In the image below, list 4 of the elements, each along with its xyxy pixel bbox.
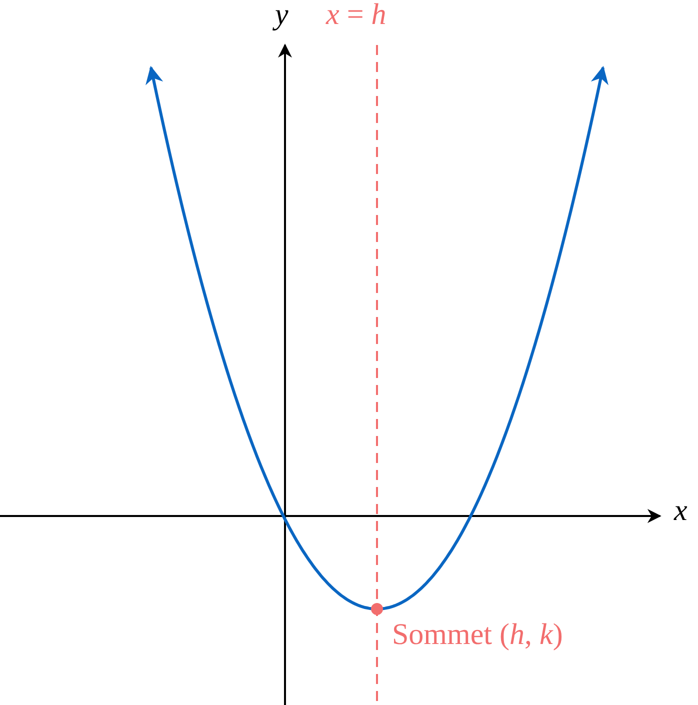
symmetry-axis-label: x = h	[326, 0, 386, 30]
vertex-label: Sommet (h, k)	[392, 620, 563, 650]
y-axis-label: y	[275, 0, 288, 30]
x-axis-label: x	[674, 496, 688, 526]
